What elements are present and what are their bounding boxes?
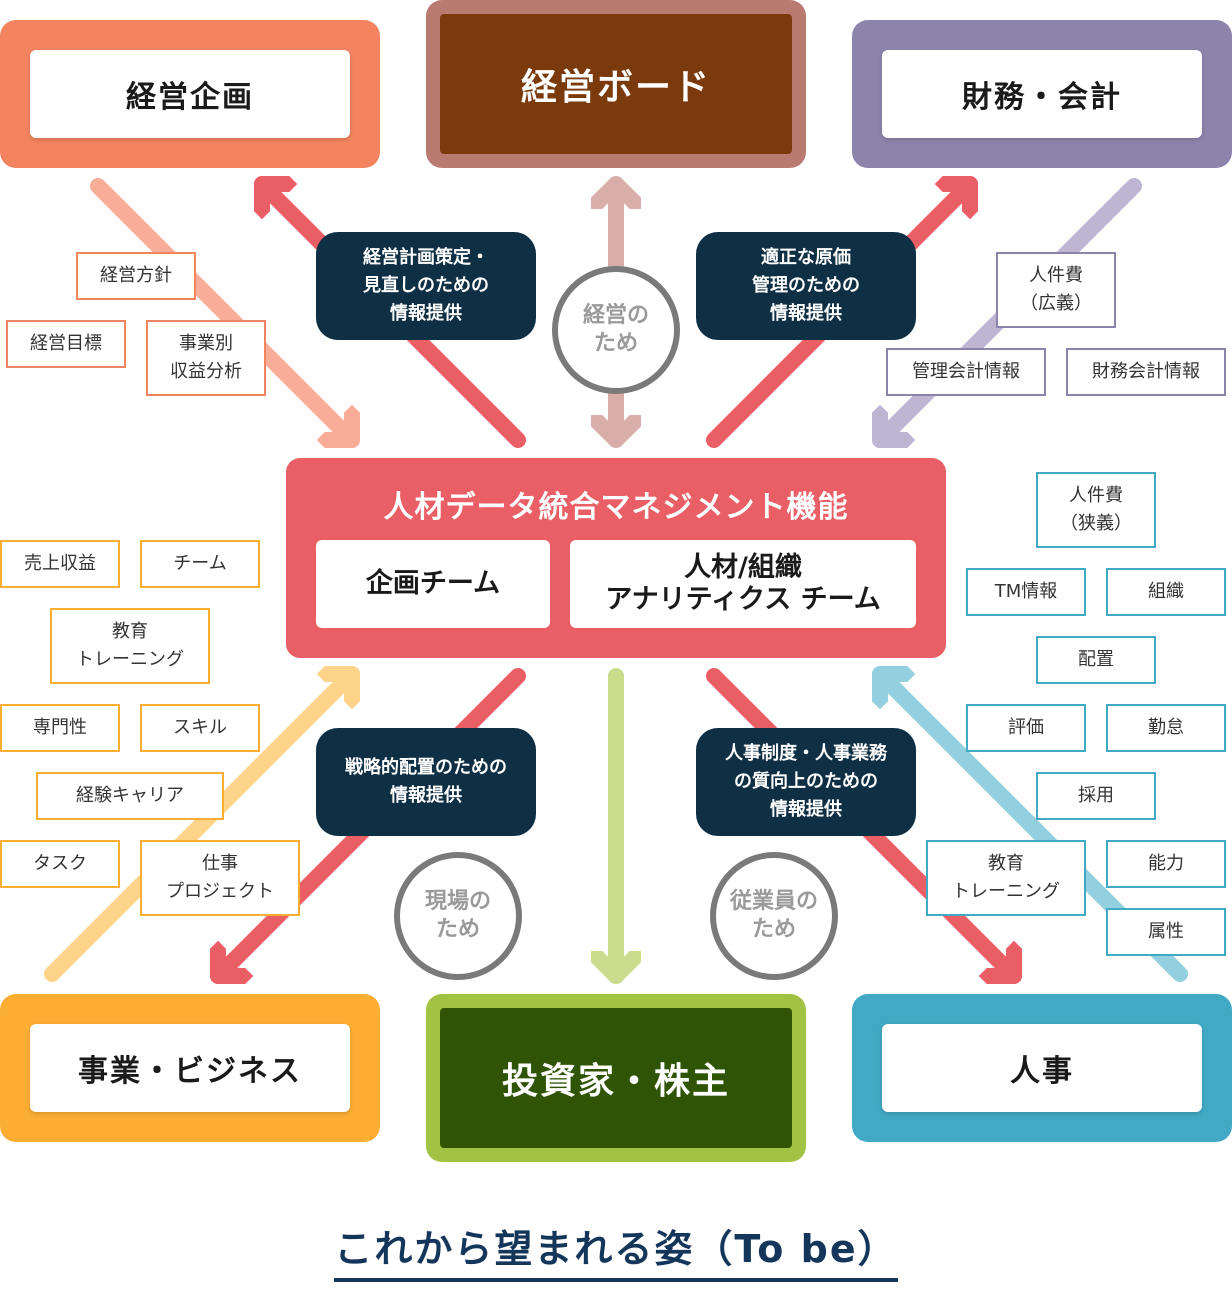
bubble-plan-info: 経営計画策定・ 見直しのための 情報提供 [316,232,536,340]
tag-expertise: 専門性 [0,704,120,752]
bubble-hr-info: 人事制度・人事業務 の質向上のための 情報提供 [696,728,916,836]
tag-labor-cost-broad: 人件費 （広義） [996,252,1116,328]
tag-sales-revenue: 売上収益 [0,540,120,588]
tag-management-goals: 経営目標 [6,320,126,368]
center-function-box: 人材データ統合マネジメント機能 企画チーム 人材/組織 アナリティクス チーム [286,458,946,658]
tag-attributes: 属性 [1106,908,1226,956]
finance-accounting-label: 財務・会計 [882,50,1202,138]
tag-evaluation: 評価 [966,704,1086,752]
tag-career-experience: 経験キャリア [36,772,224,820]
tag-recruiting: 採用 [1036,772,1156,820]
business-box: 事業・ビジネス [0,994,380,1142]
arrow-business-to-center [44,666,360,982]
management-planning-label: 経営企画 [30,50,350,138]
tag-labor-cost-narrow: 人件費 （狭義） [1036,472,1156,548]
tag-ability: 能力 [1106,840,1226,888]
circle-for-management: 経営の ため [552,266,680,394]
finance-accounting-box: 財務・会計 [852,20,1232,168]
management-board-box: 経営ボード [426,0,806,168]
arrow-planning-to-center [90,178,360,448]
circle-for-field: 現場の ため [394,852,522,980]
management-board-label: 経営ボード [440,14,792,154]
planning-team-box: 企画チーム [316,540,550,628]
business-label: 事業・ビジネス [30,1024,350,1112]
caption-underline [334,1278,898,1282]
tag-skill: スキル [140,704,260,752]
center-function-title: 人材データ統合マネジメント機能 [383,490,849,525]
hr-label: 人事 [882,1024,1202,1112]
hr-box: 人事 [852,994,1232,1142]
tag-management-accounting: 管理会計情報 [886,348,1046,396]
tag-education-training-business: 教育 トレーニング [50,608,210,684]
circle-for-employees: 従業員の ため [710,852,838,980]
tag-segment-profit: 事業別 収益分析 [146,320,266,396]
tag-work-project: 仕事 プロジェクト [140,840,300,916]
tag-financial-accounting: 財務会計情報 [1066,348,1226,396]
tag-tm-info: TM情報 [966,568,1086,616]
tag-placement: 配置 [1036,636,1156,684]
tag-task: タスク [0,840,120,888]
tag-education-training-hr: 教育 トレーニング [926,840,1086,916]
bubble-cost-info: 適正な原価 管理のための 情報提供 [696,232,916,340]
tag-team: チーム [140,540,260,588]
analytics-team-box: 人材/組織 アナリティクス チーム [570,540,916,628]
tag-organization: 組織 [1106,568,1226,616]
investors-box: 投資家・株主 [426,994,806,1162]
tag-management-policy: 経営方針 [76,252,196,300]
investors-label: 投資家・株主 [440,1008,792,1148]
bubble-placement-info: 戦略的配置のための 情報提供 [316,728,536,836]
tag-attendance: 勤怠 [1106,704,1226,752]
diagram-caption: これから望まれる姿（To be） [334,1227,898,1271]
management-planning-box: 経営企画 [0,20,380,168]
